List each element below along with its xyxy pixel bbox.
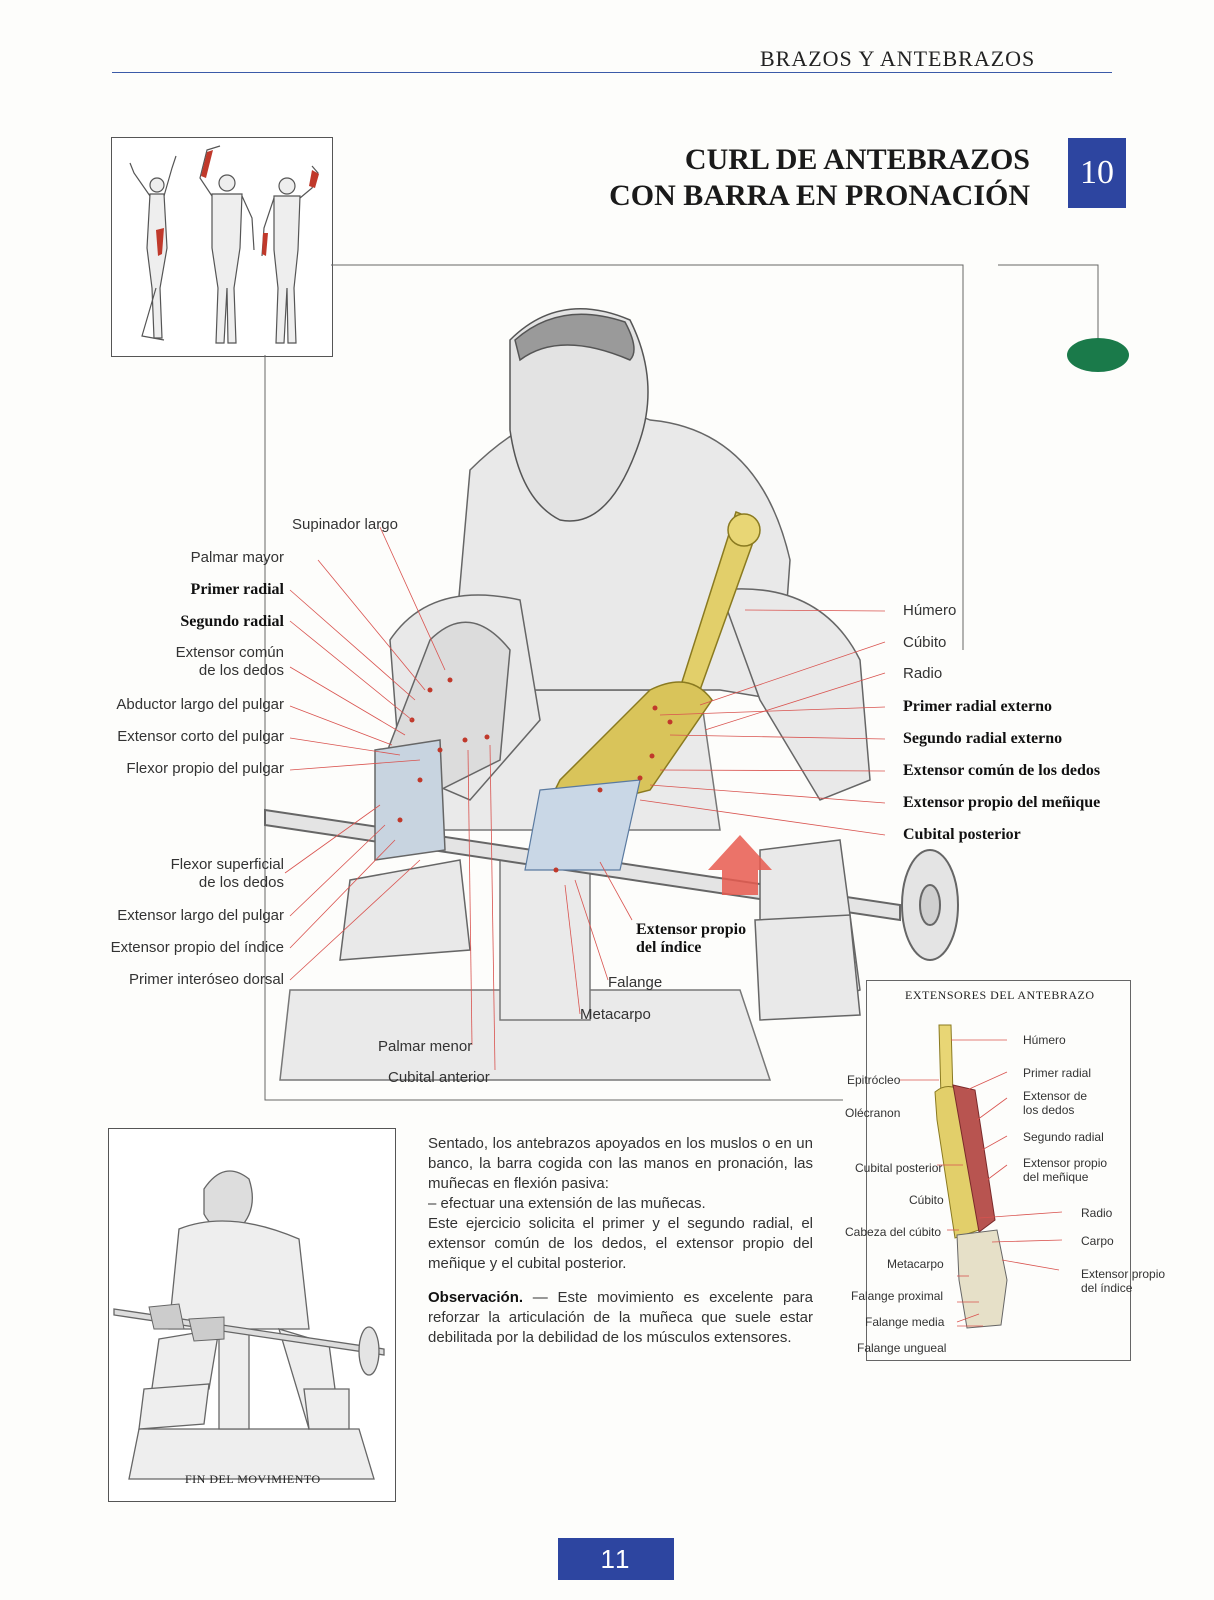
label-extensor-comun-2: de los dedos: [198, 662, 284, 679]
inset-label-radio: Radio: [1081, 1206, 1113, 1220]
inset-label-falange-ungueal: Falange ungueal: [857, 1341, 947, 1355]
inset-label-epitrocleo: Epitrócleo: [847, 1073, 901, 1087]
inset-label-cubito: Cúbito: [909, 1193, 944, 1207]
observation-label: Observación.: [428, 1289, 524, 1306]
description-paragraph: Sentado, los antebrazos apoyados en los …: [428, 1134, 813, 1274]
label-radio: Radio: [903, 665, 943, 682]
label-abductor-largo-pulgar: Abductor largo del pulgar: [116, 696, 284, 713]
label-metacarpo: Metacarpo: [580, 1006, 651, 1023]
label-extensor-largo-pulgar: Extensor largo del pulgar: [117, 907, 284, 924]
label-primer-interoseo-dorsal: Primer interóseo dorsal: [128, 971, 284, 988]
muscle-map-box: [111, 137, 333, 357]
right-hand: [524, 779, 641, 871]
inset-extensores: EXTENSORES DEL ANTEBRAZO Epitrócleo Oléc…: [845, 980, 1165, 1361]
description-line-2: – efectuar una extensión de las muñecas.: [428, 1195, 706, 1212]
label-primer-radial: Primer radial: [190, 581, 284, 598]
inset-label-olecranon: Olécranon: [845, 1106, 901, 1120]
inset-label-extensor-menique-2: del meñique: [1023, 1170, 1089, 1184]
inset-label-extensor-indice-1: Extensor propio: [1081, 1267, 1166, 1281]
exercise-number-badge: 10: [1068, 138, 1126, 208]
description-text: Sentado, los antebrazos apoyados en los …: [428, 1134, 813, 1362]
inset-label-humero: Húmero: [1023, 1033, 1066, 1047]
label-extensor-propio-indice-2: del índice: [636, 939, 702, 956]
inset-label-cubital-posterior: Cubital posterior: [855, 1161, 943, 1175]
observation-paragraph: Observación. — Este movimiento es excele…: [428, 1288, 813, 1348]
label-segundo-radial-externo: Segundo radial externo: [903, 730, 1063, 747]
title-line-1: CURL DE ANTEBRAZOS: [684, 143, 1030, 176]
inset-label-falange-proximal: Falange proximal: [851, 1289, 944, 1303]
header-rule: [112, 72, 1112, 73]
label-falange: Falange: [608, 974, 663, 991]
label-flexor-propio-pulgar: Flexor propio del pulgar: [126, 760, 284, 777]
description-line-1: Sentado, los antebrazos apoyados en los …: [428, 1135, 813, 1192]
label-palmar-mayor: Palmar mayor: [190, 549, 284, 566]
head: [509, 308, 649, 522]
inset-label-extensor-dedos-1: Extensor de: [1023, 1089, 1088, 1103]
label-flexor-superficial-1: Flexor superficial: [170, 856, 284, 873]
label-extensor-comun-dedos: Extensor común de los dedos: [903, 762, 1101, 779]
end-movement-image: [113, 1170, 385, 1480]
inset-label-extensor-dedos-2: los dedos: [1023, 1103, 1075, 1117]
leader-lines: [284, 526, 886, 1071]
label-extensor-comun-1: Extensor común: [175, 644, 284, 661]
end-movement-caption: FIN DEL MOVIMIENTO: [185, 1472, 321, 1486]
label-supinador-largo: Supinador largo: [292, 516, 398, 533]
page-number: 11: [558, 1538, 674, 1580]
inset-label-carpo: Carpo: [1081, 1234, 1114, 1248]
inset-label-falange-media: Falange media: [865, 1315, 945, 1329]
muscle-figures-image: [129, 145, 319, 344]
label-extensor-propio-indice: Extensor propio del índice: [110, 939, 284, 956]
left-forearm: [374, 621, 511, 861]
end-movement-box: FIN DEL MOVIMIENTO: [108, 1128, 396, 1502]
inset-label-extensor-indice-2: del índice: [1081, 1281, 1133, 1295]
label-extensor-propio-menique: Extensor propio del meñique: [903, 794, 1101, 811]
label-extensor-propio-indice-1: Extensor propio: [636, 921, 747, 938]
right-thigh: [718, 588, 871, 801]
movement-arrow: [708, 835, 772, 895]
inset-label-segundo-radial: Segundo radial: [1023, 1130, 1104, 1144]
inset-title: EXTENSORES DEL ANTEBRAZO: [905, 988, 1095, 1002]
inset-label-primer-radial: Primer radial: [1023, 1066, 1092, 1080]
exercise-title: CURL DE ANTEBRAZOS CON BARRA EN PRONACIÓ…: [609, 142, 1030, 214]
label-primer-radial-externo: Primer radial externo: [903, 698, 1052, 715]
inset-label-metacarpo: Metacarpo: [887, 1257, 944, 1271]
inset-label-extensor-menique-1: Extensor propio: [1023, 1156, 1108, 1170]
inset-arm-image: [900, 1024, 1063, 1329]
description-line-3: Este ejercicio solicita el primer y el s…: [428, 1215, 813, 1272]
label-cubital-anterior: Cubital anterior: [388, 1069, 490, 1086]
section-header: BRAZOS Y ANTEBRAZOS: [760, 46, 1036, 71]
right-shoe: [754, 914, 861, 1021]
label-palmar-menor: Palmar menor: [378, 1038, 473, 1055]
inset-label-cabeza-cubito: Cabeza del cúbito: [845, 1225, 942, 1239]
observation-text: — Este movimiento es excelente para refo…: [428, 1289, 813, 1346]
label-cubital-posterior: Cubital posterior: [903, 826, 1021, 843]
left-shoe: [339, 859, 471, 961]
title-line-2: CON BARRA EN PRONACIÓN: [609, 179, 1030, 212]
label-humero: Húmero: [903, 602, 957, 619]
label-segundo-radial: Segundo radial: [180, 613, 284, 630]
label-cubito: Cúbito: [903, 634, 947, 651]
label-flexor-superficial-2: de los dedos: [198, 874, 284, 891]
label-extensor-corto-pulgar: Extensor corto del pulgar: [117, 728, 284, 745]
